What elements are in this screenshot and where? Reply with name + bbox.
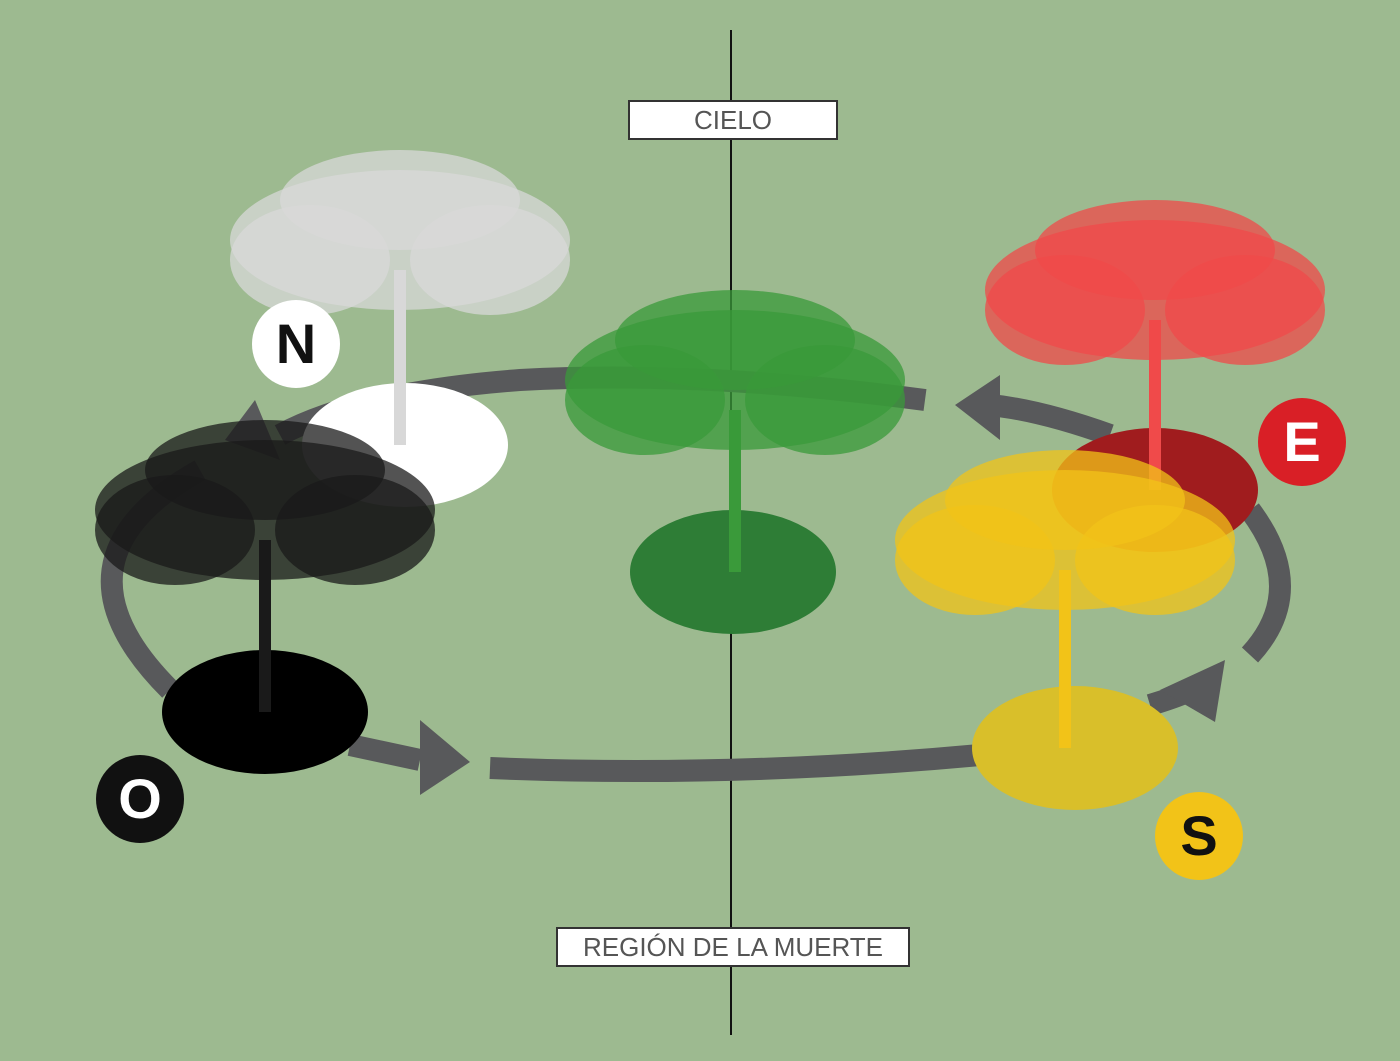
south-tree-base — [972, 686, 1178, 810]
north-tree-icon — [230, 150, 570, 445]
center-tree-icon — [565, 290, 905, 572]
south-badge: S — [1155, 792, 1243, 880]
east-badge: E — [1258, 398, 1346, 486]
west-badge: O — [96, 755, 184, 843]
sky-label: CIELO — [628, 100, 838, 140]
south-tree-icon — [895, 450, 1235, 748]
death-region-label: REGIÓN DE LA MUERTE — [556, 927, 910, 967]
east-tree-icon — [985, 200, 1325, 490]
north-badge: N — [252, 300, 340, 388]
west-tree-icon — [95, 420, 435, 712]
